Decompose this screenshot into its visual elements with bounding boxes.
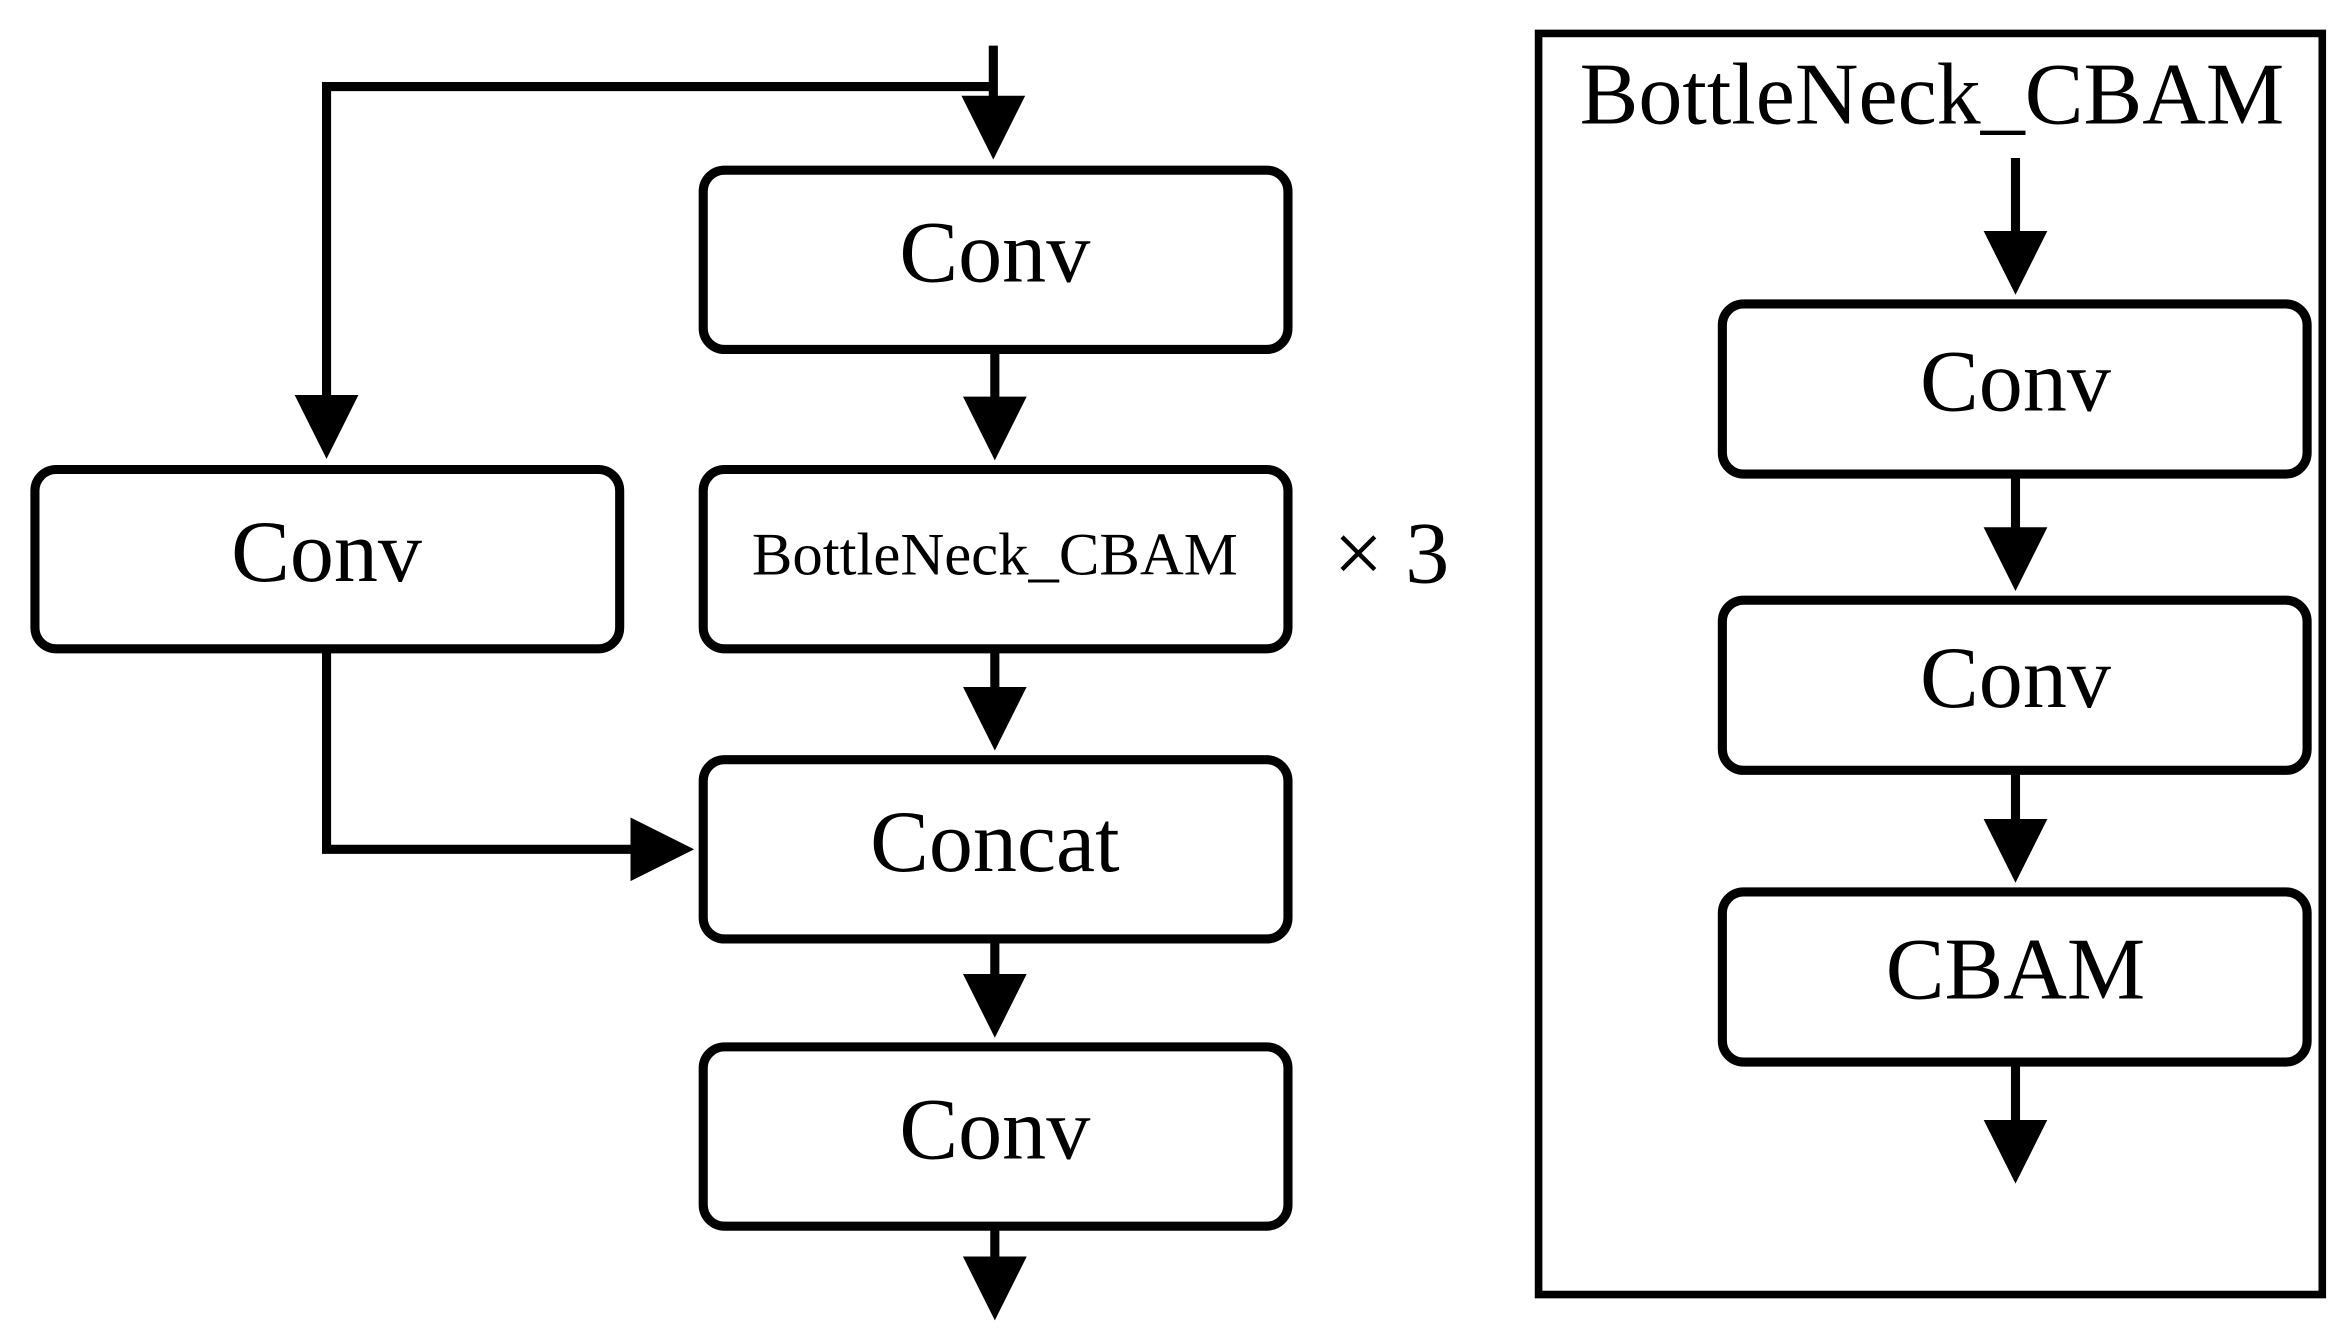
node-concat-label: Concat [870, 793, 1119, 891]
node-bottleneck-cbam-label: BottleNeck_CBAM [752, 522, 1238, 589]
edge-input-to-conv-skip [294, 82, 994, 459]
node-concat[interactable]: Concat [698, 755, 1293, 944]
node-right-cbam[interactable]: CBAM [1717, 887, 2312, 1067]
node-right-cbam-label: CBAM [1886, 921, 2145, 1019]
node-conv-out-label: Conv [899, 1080, 1091, 1178]
repeat-annotation: × 3 [1334, 504, 1450, 602]
node-right-conv-1-label: Conv [1920, 333, 2112, 431]
node-right-conv-2-label: Conv [1920, 629, 2112, 727]
node-conv-skip[interactable]: Conv [30, 464, 625, 654]
right-module: BottleNeck_CBAM Conv Conv [1534, 29, 2327, 1299]
left-module: Conv Conv BottleNeck_CBAM × 3 [30, 45, 1450, 1321]
node-conv-top[interactable]: Conv [698, 165, 1293, 355]
edge-conv-skip-to-concat [321, 648, 695, 882]
node-conv-skip-label: Conv [231, 503, 423, 601]
bottleneck-cbam-panel-title: BottleNeck_CBAM [1580, 46, 2285, 144]
node-conv-out[interactable]: Conv [698, 1042, 1293, 1231]
node-conv-top-label: Conv [899, 204, 1091, 302]
node-right-conv-2[interactable]: Conv [1717, 595, 2312, 775]
node-bottleneck-cbam[interactable]: BottleNeck_CBAM [698, 464, 1293, 654]
node-right-conv-1[interactable]: Conv [1717, 299, 2312, 479]
